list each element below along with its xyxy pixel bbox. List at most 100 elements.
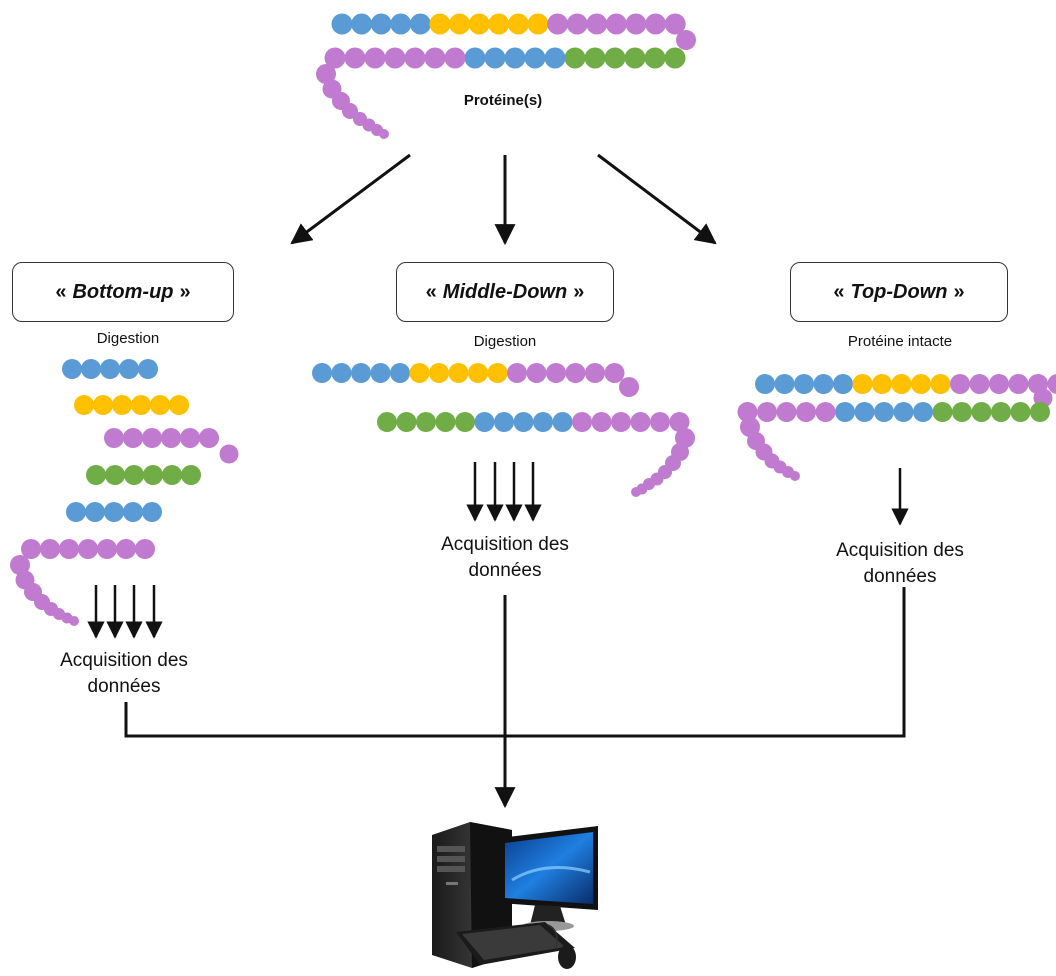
amino-acid-bead bbox=[474, 412, 495, 432]
approach-name-bottom-up: Bottom-up bbox=[72, 280, 174, 303]
amino-acid-bead bbox=[100, 359, 120, 379]
amino-acid-bead bbox=[494, 412, 514, 432]
amino-acid-bead bbox=[604, 47, 626, 69]
amino-acid-bead bbox=[416, 412, 436, 432]
amino-acid-bead bbox=[180, 428, 200, 448]
amino-acid-bead bbox=[835, 402, 855, 422]
amino-acid-bead bbox=[872, 374, 892, 394]
arrow-to-bottom-up bbox=[290, 153, 411, 245]
amino-acid-bead bbox=[93, 395, 113, 415]
acquisition-arrows bbox=[87, 462, 909, 639]
amino-acid-bead bbox=[219, 444, 239, 464]
amino-acid-bead bbox=[384, 47, 406, 69]
amino-acid-bead bbox=[991, 402, 1011, 422]
amino-acid-bead bbox=[390, 13, 412, 35]
amino-acid-bead bbox=[59, 539, 79, 559]
amino-acid-bead bbox=[455, 412, 475, 432]
amino-acid-bead bbox=[351, 363, 371, 383]
acquisition-line1: Acquisition des bbox=[60, 650, 188, 671]
amino-acid-bead bbox=[893, 402, 914, 422]
amino-acid-bead bbox=[971, 402, 992, 422]
amino-acid-bead bbox=[611, 412, 631, 432]
amino-acid-bead bbox=[370, 363, 391, 383]
amino-acid-bead bbox=[1030, 402, 1050, 422]
acquisition-line1: Acquisition des bbox=[441, 534, 569, 555]
amino-acid-bead bbox=[645, 13, 667, 35]
amino-acid-bead bbox=[774, 374, 795, 394]
amino-acid-bead bbox=[169, 395, 189, 415]
box-bottom-up: « Bottom-up » bbox=[12, 262, 234, 322]
quote-open: « bbox=[833, 280, 845, 303]
amino-acid-bead bbox=[81, 359, 101, 379]
amino-acid-bead bbox=[331, 363, 352, 383]
amino-acid-bead bbox=[181, 465, 201, 485]
amino-acid-bead bbox=[429, 363, 449, 383]
amino-acid-bead bbox=[619, 377, 639, 397]
quote-close: » bbox=[179, 280, 191, 303]
arrow-to-top-down bbox=[597, 153, 717, 245]
amino-acid-bead bbox=[572, 412, 592, 432]
acquisition-line2: données bbox=[863, 566, 937, 587]
amino-acid-bead bbox=[565, 363, 586, 383]
amino-acid-bead bbox=[911, 374, 931, 394]
acquisition-top-down: Acquisition des données bbox=[800, 538, 1000, 590]
quote-close: » bbox=[953, 280, 965, 303]
amino-acid-bead bbox=[344, 47, 366, 69]
amino-acid-bead bbox=[507, 363, 527, 383]
amino-acid-bead bbox=[932, 402, 953, 422]
amino-acid-bead bbox=[138, 359, 158, 379]
amino-acid-bead bbox=[62, 359, 82, 379]
amino-acid-bead bbox=[566, 13, 588, 35]
amino-acid-bead bbox=[631, 487, 641, 497]
top-down-protein bbox=[737, 374, 1056, 481]
amino-acid-bead bbox=[104, 428, 124, 448]
amino-acid-bead bbox=[468, 13, 490, 35]
amino-acid-bead bbox=[123, 502, 143, 522]
amino-acid-bead bbox=[124, 465, 144, 485]
amino-acid-bead bbox=[161, 428, 181, 448]
amino-acid-bead bbox=[604, 363, 625, 383]
amino-acid-bead bbox=[533, 412, 553, 432]
amino-acid-bead bbox=[377, 412, 397, 432]
amino-acid-bead bbox=[591, 412, 612, 432]
amino-acid-bead bbox=[605, 13, 627, 35]
amino-acid-bead bbox=[664, 13, 686, 35]
step-bottom-up: Digestion bbox=[96, 330, 160, 347]
amino-acid-bead bbox=[364, 47, 386, 69]
amino-acid-bead bbox=[989, 374, 1009, 394]
amino-acid-bead bbox=[448, 363, 469, 383]
amino-acid-bead bbox=[740, 417, 760, 437]
amino-acid-bead bbox=[484, 47, 506, 69]
step-middle-down: Digestion bbox=[473, 333, 537, 350]
amino-acid-bead bbox=[564, 47, 586, 69]
amino-acid-bead bbox=[813, 374, 834, 394]
split-arrows bbox=[290, 153, 717, 246]
amino-acid-bead bbox=[97, 539, 117, 559]
amino-acid-bead bbox=[324, 47, 346, 69]
amino-acid-bead bbox=[468, 363, 488, 383]
amino-acid-bead bbox=[874, 402, 894, 422]
amino-acid-bead bbox=[1047, 374, 1056, 394]
amino-acid-bead bbox=[624, 47, 646, 69]
amino-acid-bead bbox=[409, 363, 430, 383]
amino-acid-bead bbox=[527, 13, 549, 35]
acquisition-line2: données bbox=[87, 676, 161, 697]
box-middle-down: « Middle-Down » bbox=[396, 262, 614, 322]
acquisition-middle-down: Acquisition des données bbox=[405, 532, 605, 584]
amino-acid-bead bbox=[524, 47, 546, 69]
approach-name-top-down: Top-Down bbox=[850, 280, 948, 303]
amino-acid-bead bbox=[105, 465, 125, 485]
amino-acid-bead bbox=[664, 47, 686, 69]
acquisition-bottom-up: Acquisition des données bbox=[24, 648, 224, 700]
amino-acid-bead bbox=[1010, 402, 1031, 422]
quote-open: « bbox=[425, 280, 437, 303]
amino-acid-bead bbox=[435, 412, 456, 432]
amino-acid-bead bbox=[379, 129, 389, 139]
amino-acid-bead bbox=[513, 412, 534, 432]
approach-name-middle-down: Middle-Down bbox=[442, 280, 568, 303]
amino-acid-bead bbox=[644, 47, 666, 69]
amino-acid-bead bbox=[584, 47, 606, 69]
amino-acid-bead bbox=[757, 402, 777, 422]
amino-acid-bead bbox=[104, 502, 124, 522]
